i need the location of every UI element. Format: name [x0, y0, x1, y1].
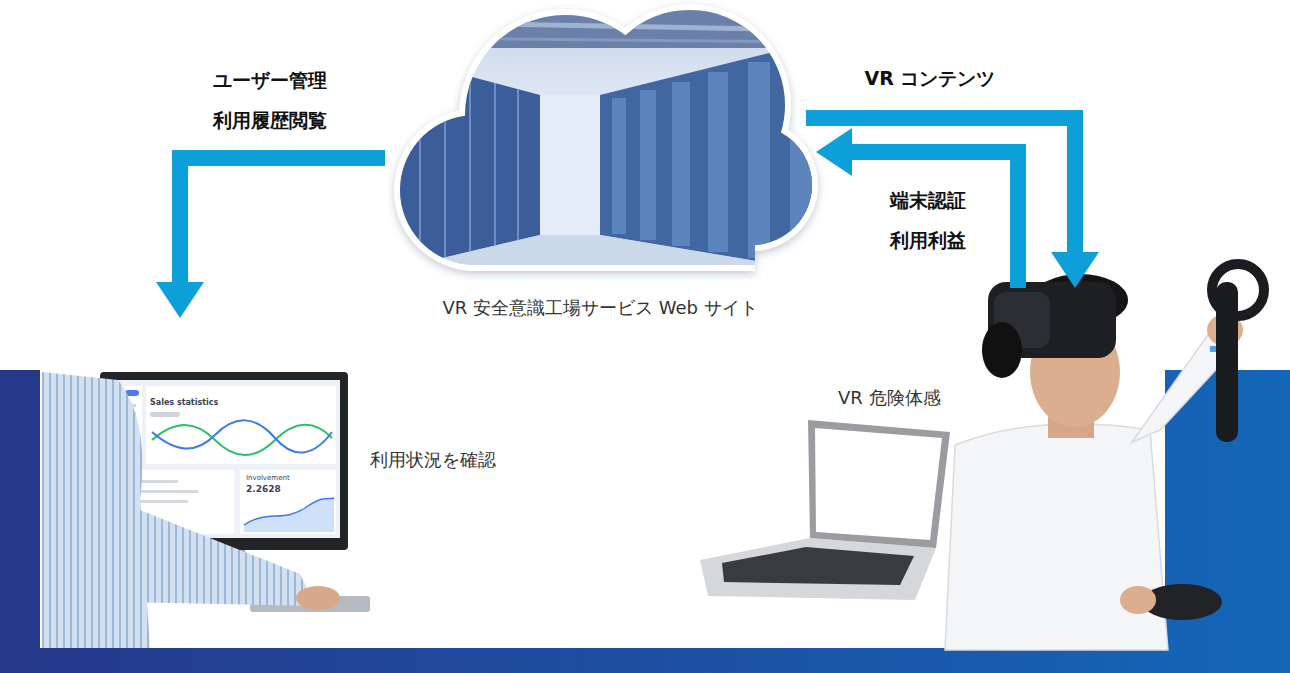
- flow-arrow: [816, 128, 1018, 288]
- arrow-head: [1051, 252, 1099, 288]
- arrow-shaft: [850, 152, 1018, 288]
- dashboard: [112, 386, 336, 534]
- node-text: VR 安全意識工場サービス Web サイト: [385, 296, 815, 320]
- node-text: VR 危険体感: [838, 386, 941, 410]
- edge-label: VR コンテンツ: [861, 65, 1000, 91]
- controller-ring: [1212, 264, 1264, 316]
- arrow-head: [156, 282, 204, 318]
- arrow-head: [816, 128, 852, 176]
- flow-arrow: [806, 118, 1099, 288]
- server-room: [395, 0, 822, 280]
- diagram-node: VR 危険体感: [690, 288, 1288, 650]
- diagram-node: VR 安全意識工場サービス Web サイト: [385, 0, 821, 335]
- node-text: 利用状況を確認: [370, 448, 496, 472]
- screen-text: 2.2628: [246, 484, 281, 495]
- hand: [296, 586, 340, 610]
- edge-label: ユーザー管理 利用履歴閲覧: [201, 60, 339, 140]
- screen-text: Involvement: [246, 474, 290, 483]
- lower-hand: [1120, 586, 1156, 614]
- headphone: [982, 322, 1022, 378]
- arrow-shaft: [180, 158, 385, 284]
- edge-label: 端末認証 利用利益: [869, 180, 987, 260]
- arm: [110, 498, 316, 606]
- laptop-screen: [815, 428, 942, 540]
- laptop-lid: [808, 420, 950, 548]
- flow-arrow: [156, 158, 385, 318]
- diagram-node: 利用状況を確認: [42, 318, 602, 648]
- screen-text: Sales statistics: [150, 398, 218, 408]
- person-body: [945, 424, 1168, 650]
- laptop-keys: [722, 547, 914, 585]
- laptop-base: [700, 538, 936, 600]
